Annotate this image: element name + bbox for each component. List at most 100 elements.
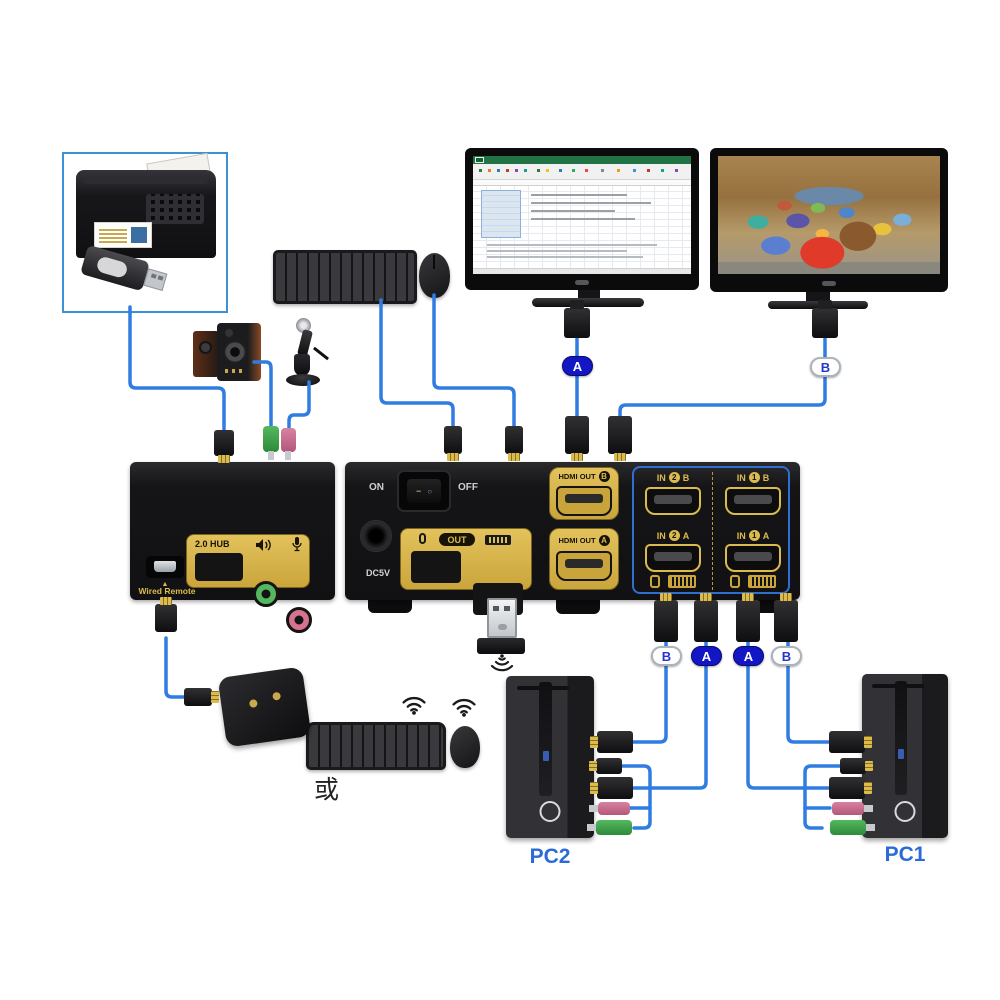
hub-remote-label: Wired Remote (138, 586, 196, 596)
cable-tag-monitor-a: A (562, 356, 593, 376)
usb-plug-printer (214, 430, 234, 463)
cable-mouse-to-kvm (432, 293, 516, 430)
cable-mic-to-pink-jack (287, 380, 311, 434)
monitor-b-logo (822, 281, 836, 286)
cable-hub-to-wired-remote (164, 636, 188, 699)
power-on-label: ON (369, 482, 384, 493)
wireless-usb-dongle (477, 598, 525, 656)
monitor-a-logo (575, 280, 589, 285)
hdmi-out-a-circle: A (598, 535, 610, 546)
hdmi-plug-pc2-main (590, 777, 633, 799)
wireless-keyboard (306, 722, 446, 770)
wifi-icon (402, 696, 426, 715)
hdmi-in-group: IN 2 B IN 1 B IN 2 A (632, 466, 790, 594)
or-label: 或 (314, 775, 340, 804)
cable-tag-label: A (572, 358, 583, 374)
monitor-b-screen-cars-movie (718, 156, 940, 274)
hub-mini-usb-port (146, 556, 184, 578)
usb-plug-keyboard (444, 426, 462, 461)
hub-device: ▲ Wired Remote 2.0 HUB (130, 462, 335, 633)
hdmi-plug-kvm-pc2-a (694, 593, 718, 642)
hdmi-plug-pc1-top (829, 731, 872, 753)
cable-tag-label: B (820, 359, 831, 375)
hdmi-plug-to-kvm-out-a (565, 416, 589, 461)
wired-mouse (419, 253, 450, 298)
cable-tag-kvm-pc1-a: A (733, 646, 764, 666)
audio-plug-pc2-green (587, 820, 632, 835)
usb-out-panel: OUT (400, 528, 532, 615)
monitor-a-screen-excel (473, 156, 691, 274)
printer-usb-group-box (62, 152, 228, 313)
pc1-tower (862, 674, 948, 838)
mouse-icon (419, 533, 426, 544)
kvm-usb-out-port-1 (411, 551, 461, 583)
power-dash-icon: − (415, 486, 422, 496)
monitor-a (465, 148, 699, 290)
hdmi-out-b-label: HDMI OUT (558, 472, 596, 481)
hdmi-plug-pc2-top (590, 731, 633, 753)
hub-pink-audio-jack (286, 607, 312, 633)
speakers (193, 323, 261, 383)
dc-power-jack (360, 520, 392, 552)
mini-usb-plug-remote (184, 688, 219, 706)
audio-plug-pink-mic (281, 428, 296, 460)
pc2-label: PC2 (529, 845, 571, 868)
port-in-1a: IN 1 A (716, 530, 790, 594)
excel-selected-range (481, 190, 521, 238)
cable-keyboard-to-kvm (379, 298, 455, 430)
cable-tag-kvm-pc2-b: B (651, 646, 682, 666)
monitor-a-stand (578, 290, 600, 300)
hdmi-plug-to-kvm-out-b (608, 416, 632, 461)
cable-tag-monitor-b: B (810, 357, 841, 377)
wifi-icon (452, 698, 476, 717)
mouse-icon (730, 575, 740, 588)
printer-output-page (94, 222, 152, 248)
power-rocker-switch: − ○ (397, 470, 451, 512)
hdmi-plug-pc1-main (829, 777, 872, 799)
port-in-2a: IN 2 A (636, 530, 710, 594)
usb-plug-pc1 (840, 758, 873, 774)
usb-plug-pc2 (589, 758, 622, 774)
keyboard-icon (668, 575, 696, 588)
cable-monitor-b-to-kvm (618, 336, 827, 422)
hdmi-out-b-panel: HDMI OUT B (549, 467, 619, 520)
kvm-switch: ON − ○ OFF DC5V OUT HDMI OUT B (345, 462, 800, 615)
printer-control-panel (146, 194, 204, 224)
wireless-mouse (450, 726, 480, 768)
monitor-b-stand (806, 292, 830, 302)
pc2-tower (506, 676, 594, 838)
hdmi-plug-monitor-b (812, 300, 838, 338)
hub-green-audio-jack (253, 581, 279, 607)
port-in-1b: IN 1 B (716, 472, 790, 526)
kvm-foot (556, 598, 600, 614)
monitor-b (710, 148, 948, 292)
hdmi-plug-kvm-pc1-a (736, 593, 760, 642)
microphone (282, 318, 334, 386)
hdmi-out-b-circle: B (598, 471, 610, 482)
remote-button-2 (272, 691, 282, 701)
power-circle-icon: ○ (427, 486, 433, 496)
hub-usb-label: 2.0 HUB (195, 539, 230, 549)
pc1-label: PC1 (884, 843, 926, 866)
audio-plug-pc1-green (830, 820, 875, 835)
hub-front-panel: 2.0 HUB (186, 534, 312, 633)
usb-plug-mouse (505, 426, 523, 461)
wifi-icon (490, 654, 514, 672)
hdmi-plug-kvm-pc1-b (774, 593, 798, 642)
cable-tag-kvm-pc1-b: B (771, 646, 802, 666)
remote-button-1 (248, 698, 258, 709)
wired-keyboard (273, 250, 417, 304)
hdmi-out-a-label: HDMI OUT (558, 536, 596, 545)
wired-remote-switch (217, 666, 312, 748)
hdmi-out-a-panel: HDMI OUT A (549, 528, 619, 590)
audio-plug-pc1-pink (832, 802, 873, 815)
hub-usb-port (195, 553, 243, 581)
power-off-label: OFF (458, 482, 478, 493)
mouse-icon (650, 575, 660, 588)
kvm-foot (368, 600, 412, 613)
keyboard-icon (748, 575, 776, 588)
hdmi-plug-kvm-pc2-b (654, 593, 678, 642)
port-in-2b: IN 2 B (636, 472, 710, 526)
mini-usb-plug-hub (155, 597, 177, 632)
